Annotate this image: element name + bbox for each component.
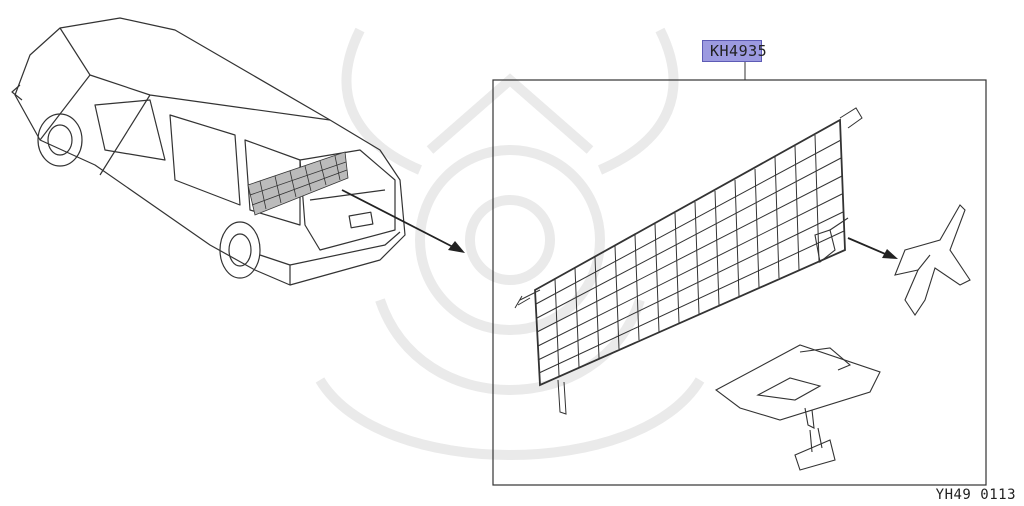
- part-number-text: KH4935: [710, 42, 768, 60]
- vehicle-net: [247, 151, 349, 216]
- cargo-net-drawing: [514, 107, 863, 415]
- part-number-label[interactable]: KH4935: [702, 40, 767, 62]
- watermark-emblem: [315, 27, 705, 460]
- detail-frame: [492, 79, 987, 486]
- vehicle-drawing: [11, 17, 406, 286]
- figure-code: YH49 0113: [935, 487, 1016, 503]
- floor-bracket-drawing: [714, 344, 881, 471]
- callout-arrow: [341, 189, 465, 253]
- hook-clip-drawing: [814, 204, 971, 316]
